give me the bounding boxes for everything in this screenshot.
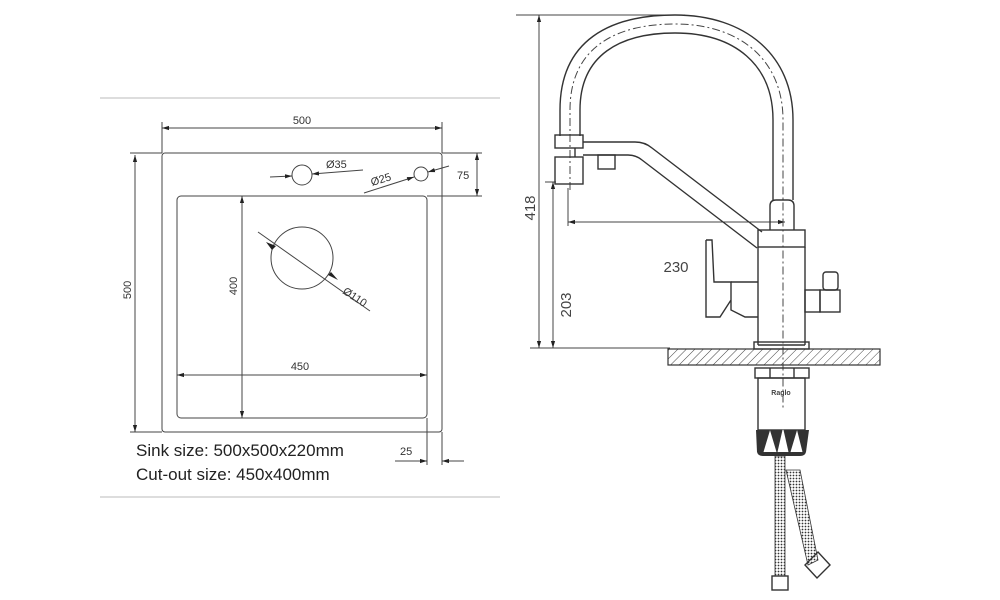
brand-label: Raglo [771,390,790,397]
faucet-hole [291,164,313,186]
neck [769,199,795,230]
cutout-size-text: Cut-out size: 450x400mm [136,465,330,484]
cutout-height-label: 400 [228,277,240,295]
faucet-drawing: 418 203 230 [516,14,881,591]
hose-fitting-2 [804,550,831,580]
spout-outer [559,14,794,200]
shank-housing [757,377,806,431]
sink-outline [161,152,443,433]
hole2-label: Ø25 [369,171,392,189]
mounting-nut [754,367,810,379]
filter-knob [819,289,841,313]
cutout-outline [176,195,428,419]
reach-label: 230 [663,259,688,276]
body [757,247,806,346]
drain-dimension [257,231,371,312]
width-label: 500 [293,115,311,127]
total-height-label: 418 [522,195,539,220]
filter-knob-cap [822,271,839,291]
accessory-hole [413,166,429,182]
body-collar [757,229,806,248]
edge-label: 25 [400,446,412,458]
centerline [569,23,784,410]
spout-inner [579,32,774,200]
offset-label: 75 [457,170,469,182]
filter-nozzle [597,154,616,170]
filter-spout [583,141,763,249]
height-label: 500 [122,281,134,299]
spout-head [554,156,584,185]
supply-hose [774,455,786,577]
hole1-label: Ø35 [326,159,347,171]
drain-label: Ø110 [340,285,368,309]
hose-fitting [771,575,789,591]
spout-height-label: 203 [558,292,575,317]
lever-handle [705,239,758,318]
drain-hole [270,226,334,290]
cutout-width-label: 450 [291,361,309,373]
countertop [667,348,881,366]
sink-size-text: Sink size: 500x500x220mm [136,441,344,460]
filter-knob-base [804,289,821,313]
spout-head-nut [554,134,584,149]
supply-hose-2 [785,469,819,566]
sink-drawing: 500 500 Ø35 Ø25 75 Ø110 400 450 [100,97,500,498]
